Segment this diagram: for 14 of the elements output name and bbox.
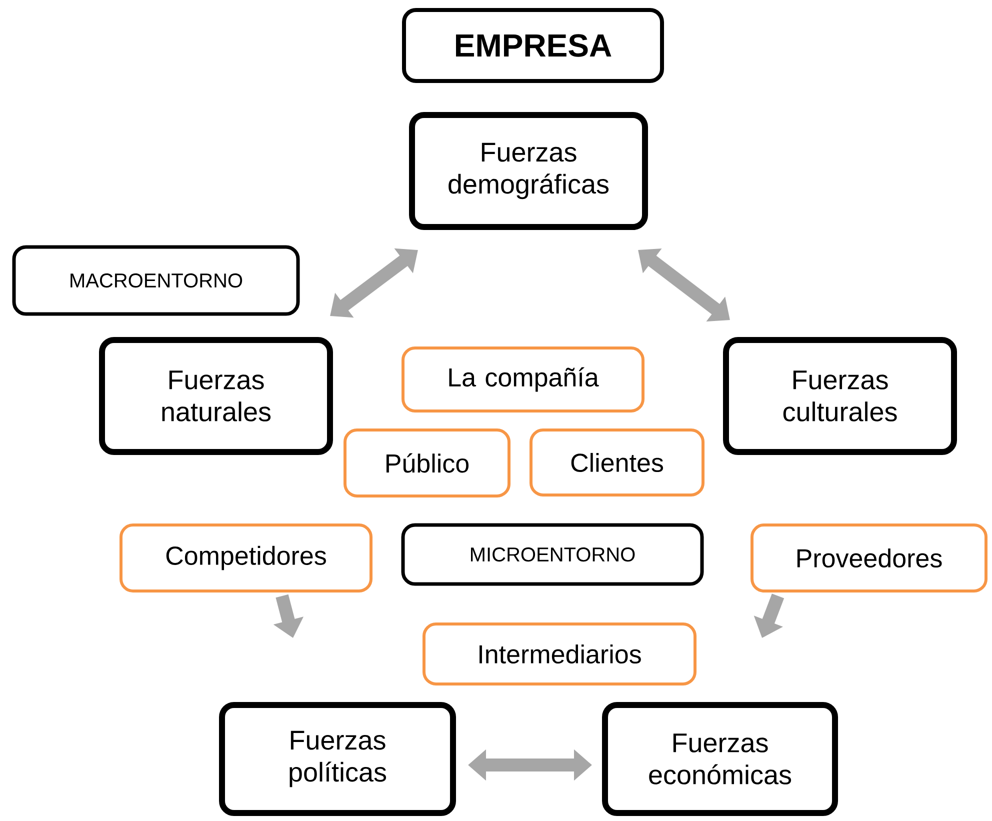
actor-box: Público xyxy=(344,428,510,498)
actor-box: Proveedores xyxy=(750,524,988,592)
force-box: Fuerzas económicas xyxy=(602,702,838,816)
actor-box: Competidores xyxy=(120,524,372,592)
force-box: Fuerzas naturales xyxy=(99,337,333,455)
actor-box: Clientes xyxy=(530,428,704,496)
force-box: Fuerzas culturales xyxy=(723,337,958,455)
actor-box: La compañía xyxy=(402,346,644,412)
force-box: Fuerzas demográficas xyxy=(409,112,648,230)
force-box: Fuerzas políticas xyxy=(219,702,456,816)
actor-box: Intermediarios xyxy=(422,622,697,686)
zone-box: MACROENTORNO xyxy=(12,245,300,316)
zone-box: MICROENTORNO xyxy=(401,523,704,586)
title-box: EMPRESA xyxy=(402,8,664,83)
